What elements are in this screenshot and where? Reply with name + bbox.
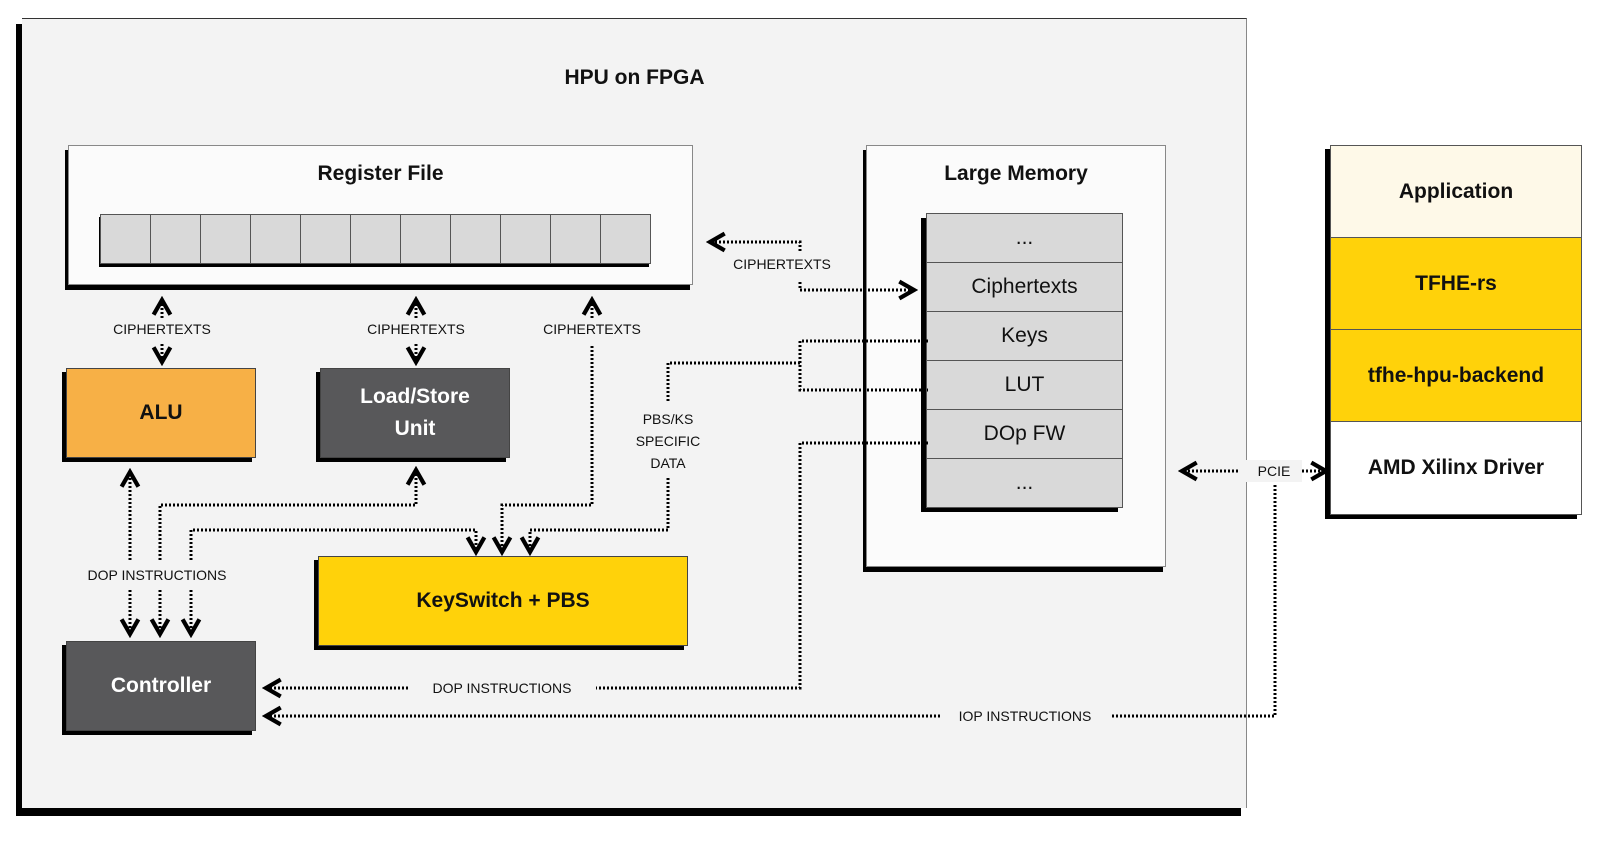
label-pbs-line: DATA	[650, 455, 686, 471]
memory-cell: DOp FW	[926, 409, 1123, 459]
register-cell	[300, 214, 351, 264]
register-cell	[150, 214, 201, 264]
register-cell	[400, 214, 451, 264]
label-iop-instructions: IOP INSTRUCTIONS	[940, 705, 1110, 727]
stack-backend: tfhe-hpu-backend	[1331, 330, 1581, 422]
label-ciphertexts-ks: CIPHERTEXTS	[532, 318, 652, 340]
stack-tfhe-rs: TFHE-rs	[1331, 238, 1581, 330]
load-store-label: Unit	[394, 417, 436, 440]
label-dop-instructions: DOP INSTRUCTIONS	[72, 564, 242, 586]
label-pbs-line: PBS/KS	[642, 411, 694, 427]
register-cell	[350, 214, 401, 264]
memory-cell: ...	[926, 213, 1123, 263]
register-file: Register File	[68, 145, 693, 285]
controller-block: Controller	[66, 641, 256, 731]
register-cell	[600, 214, 651, 264]
memory-cells: ... Ciphertexts Keys LUT DOp FW ...	[926, 213, 1123, 508]
memory-cell: Ciphertexts	[926, 262, 1123, 312]
label-dop-instructions: DOP INSTRUCTIONS	[412, 677, 592, 699]
keyswitch-label: KeySwitch + PBS	[416, 589, 590, 612]
register-cell	[450, 214, 501, 264]
label-pbs-data: PBS/KS SPECIFIC DATA	[620, 408, 716, 474]
frame-shadow	[16, 24, 22, 814]
register-cell	[100, 214, 151, 264]
register-file-title: Register File	[317, 162, 444, 185]
large-memory-title: Large Memory	[944, 162, 1088, 185]
label-ciphertexts-alu: CIPHERTEXTS	[102, 318, 222, 340]
memory-cell: ...	[926, 458, 1123, 508]
register-cells	[100, 214, 651, 264]
stack-application: Application	[1331, 146, 1581, 238]
stack-driver: AMD Xilinx Driver	[1331, 422, 1581, 514]
keyswitch-pbs-block: KeySwitch + PBS	[318, 556, 688, 646]
frame-shadow	[16, 808, 1241, 816]
label-ciphertexts-mem: CIPHERTEXTS	[722, 253, 842, 275]
memory-cell: Keys	[926, 311, 1123, 361]
software-stack: Application TFHE-rs tfhe-hpu-backend AMD…	[1330, 145, 1582, 515]
load-store-unit: Load/Store Unit	[320, 368, 510, 458]
alu-label: ALU	[139, 401, 183, 424]
diagram-title: HPU on FPGA	[564, 66, 705, 89]
label-pbs-line: SPECIFIC	[635, 433, 701, 449]
large-memory: Large Memory ... Ciphertexts Keys LUT DO…	[866, 145, 1166, 567]
label-ciphertexts-ls: CIPHERTEXTS	[356, 318, 476, 340]
label-pcie: PCIE	[1246, 460, 1302, 482]
memory-cell: LUT	[926, 360, 1123, 410]
controller-label: Controller	[110, 674, 212, 697]
register-cell	[500, 214, 551, 264]
register-cell	[550, 214, 601, 264]
register-cell	[200, 214, 251, 264]
alu-block: ALU	[66, 368, 256, 458]
register-cell	[250, 214, 301, 264]
load-store-label: Load/Store	[360, 385, 470, 408]
